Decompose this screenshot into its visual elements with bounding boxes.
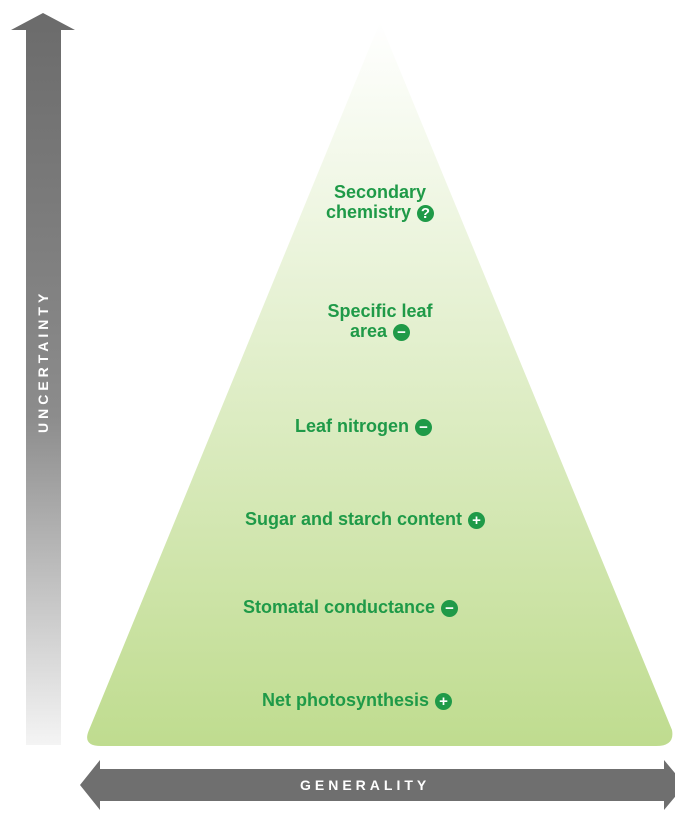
level-stomatal-label: Stomatal conductance xyxy=(243,597,436,617)
level-specific-leaf-area: Specific leaf area− xyxy=(300,301,460,341)
pyramid xyxy=(87,22,673,746)
minus-icon: − xyxy=(415,418,433,436)
level-sugar-starch-label: Sugar and starch content xyxy=(245,509,463,529)
plus-icon: + xyxy=(468,511,486,529)
generality-label: GENERALITY xyxy=(300,777,431,793)
level-net-photosynthesis-label: Net photosynthesis xyxy=(262,690,430,710)
minus-icon: − xyxy=(441,599,459,617)
uncertainty-arrow xyxy=(11,13,75,745)
generality-arrow xyxy=(80,760,675,810)
question-icon: ? xyxy=(417,204,435,222)
uncertainty-label: UNCERTAINTY xyxy=(35,289,51,433)
level-stomatal-conductance: Stomatal conductance− xyxy=(243,597,459,617)
level-sla-line1: Specific leaf xyxy=(327,301,433,321)
level-secondary-line2: chemistry xyxy=(325,202,412,222)
level-sla-line2: area xyxy=(349,321,388,341)
plus-icon: + xyxy=(435,692,453,710)
level-leaf-nitrogen: Leaf nitrogen− xyxy=(295,416,433,436)
level-sugar-starch: Sugar and starch content + xyxy=(245,509,486,529)
minus-icon: − xyxy=(393,323,411,341)
level-secondary-line1: Secondary xyxy=(333,182,427,202)
level-net-photosynthesis: Net photosynthesis + xyxy=(262,690,453,710)
level-leaf-nitrogen-label: Leaf nitrogen xyxy=(295,416,410,436)
level-secondary-chemistry: Secondary chemistry? xyxy=(300,182,460,222)
